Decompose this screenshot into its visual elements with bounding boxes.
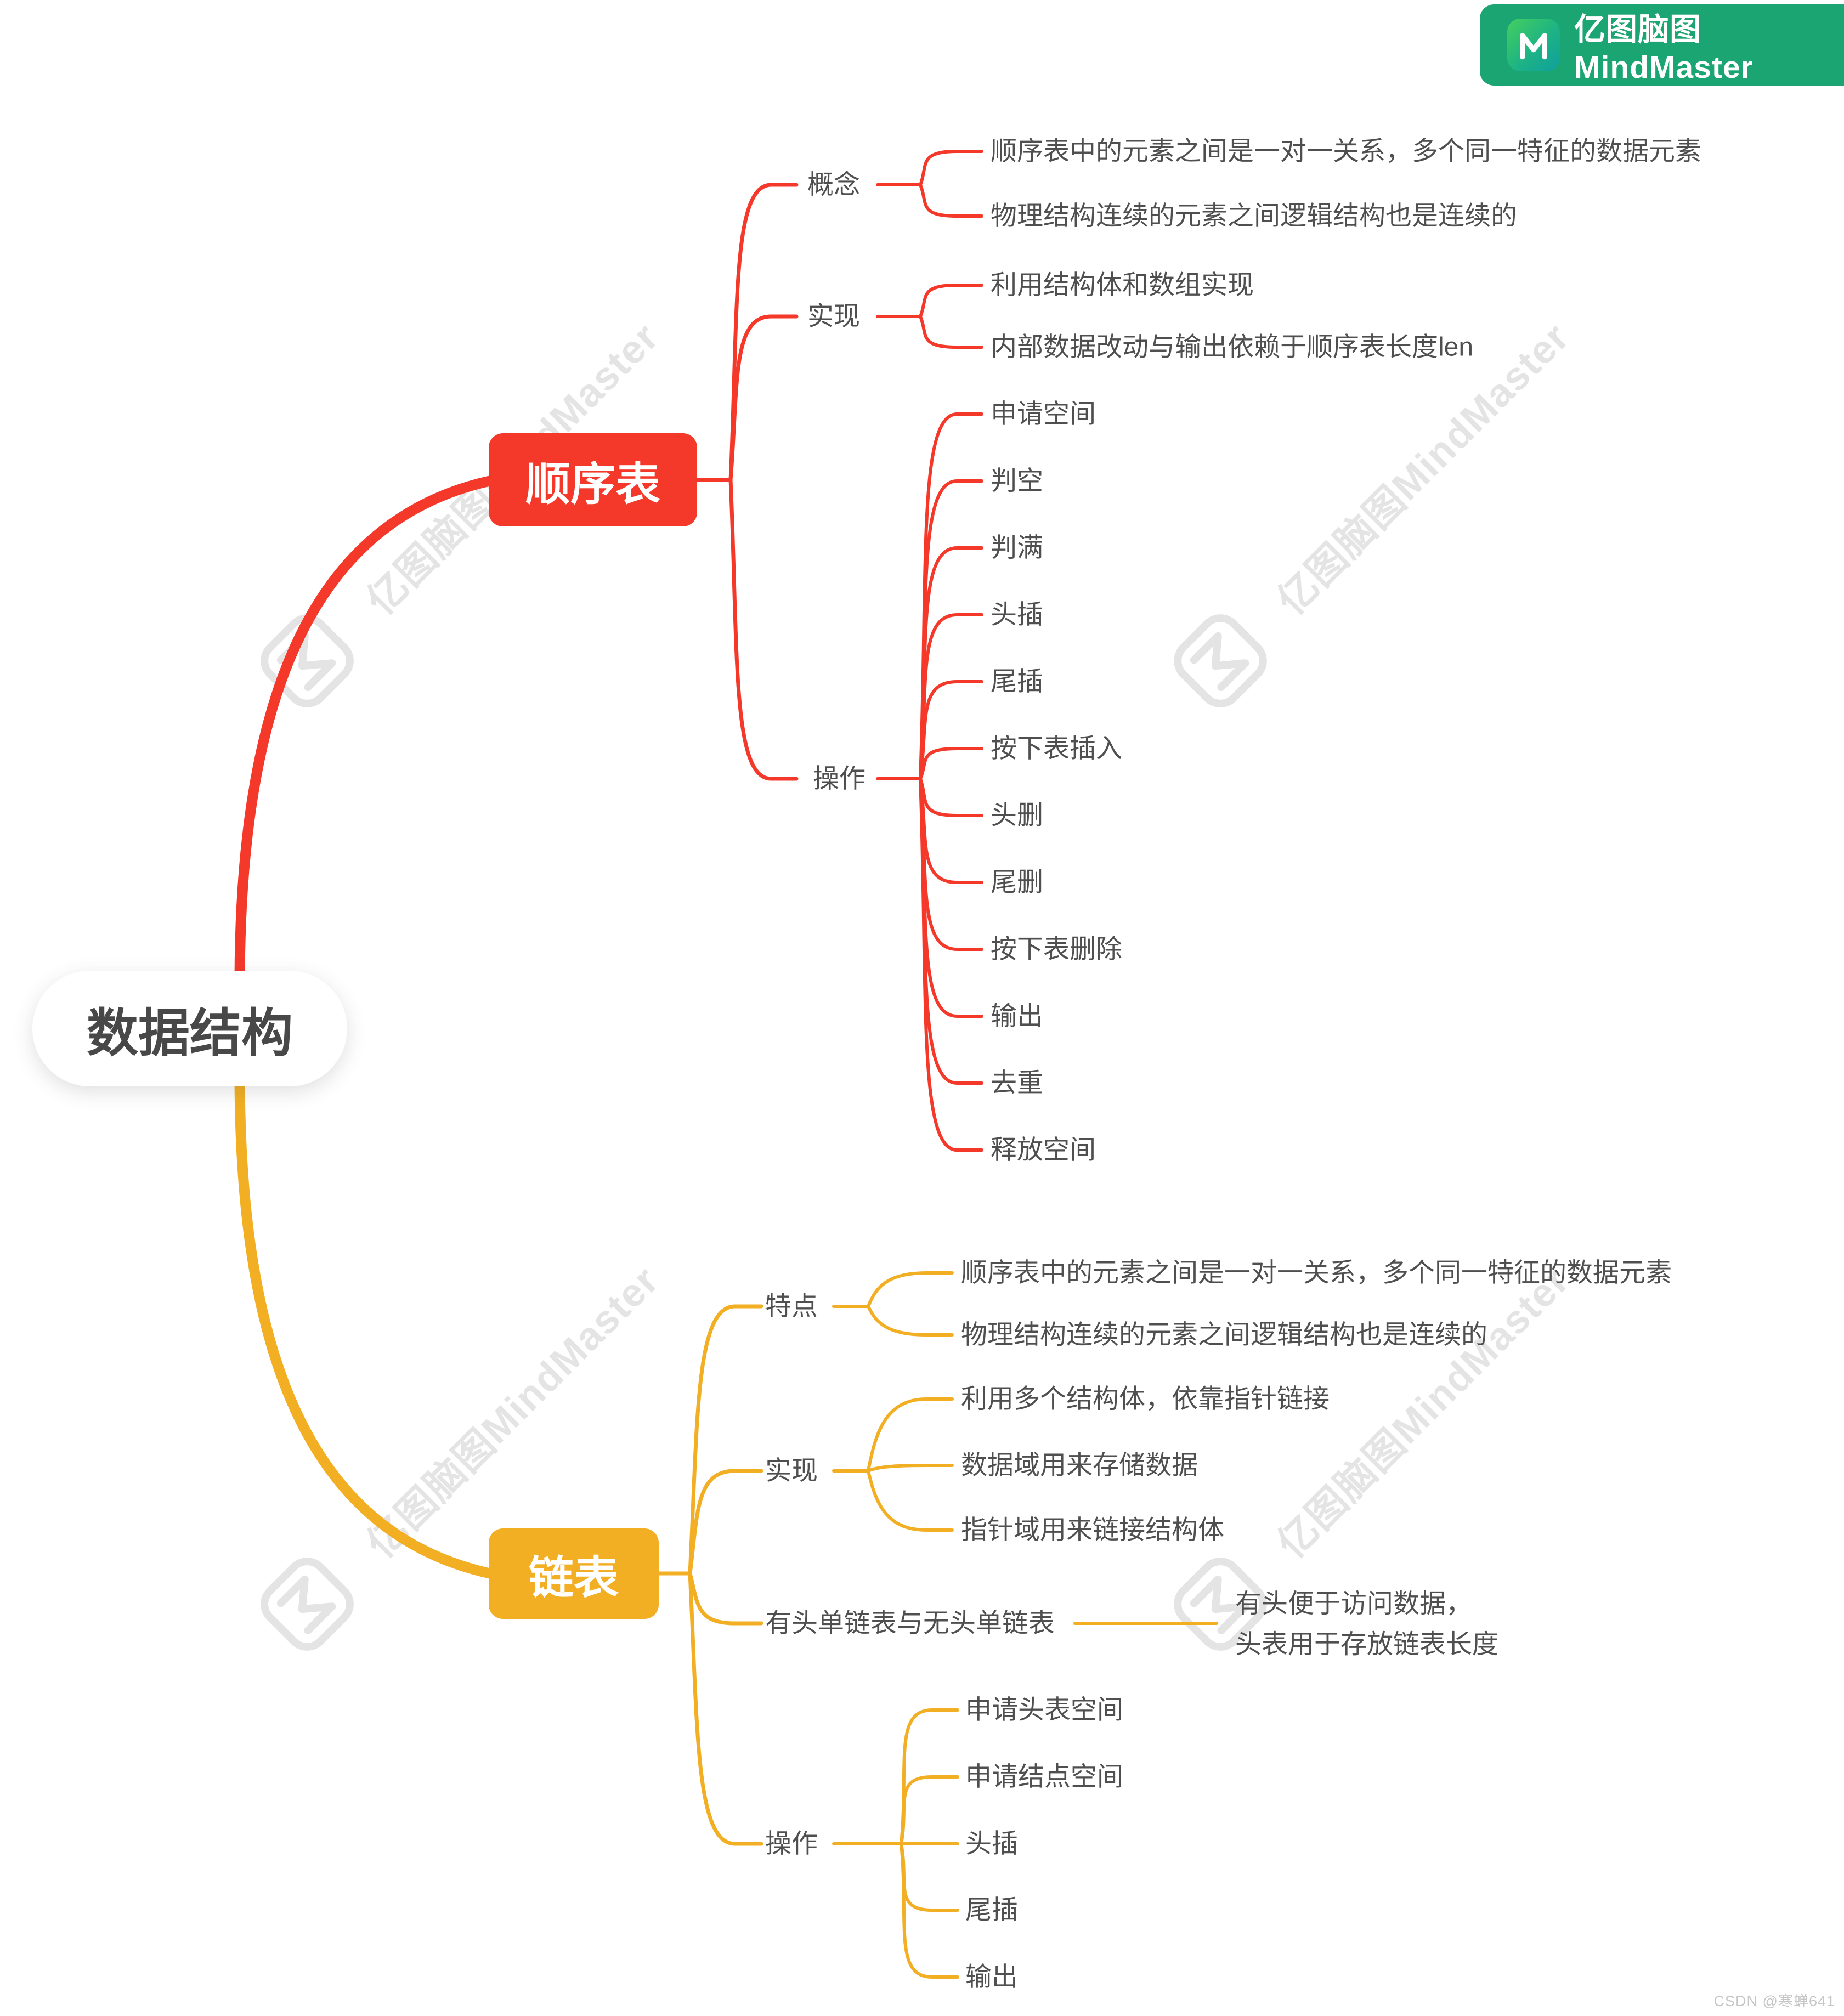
leaf-node[interactable]: 尾删 [991,868,1044,897]
note-line: 有头便于访问数据， [1235,1589,1473,1618]
leaf-node[interactable]: 按下表插入 [991,734,1123,763]
leaf-node[interactable]: 输出 [991,1001,1044,1031]
topic-seqlist-operations[interactable]: 操作 [813,764,866,794]
leaf-node[interactable]: 顺序表中的元素之间是一对一关系，多个同一特征的数据元素 [961,1258,1672,1288]
leaf-node[interactable]: 头插 [991,600,1044,630]
leaf-node[interactable]: 申请头表空间 [965,1695,1124,1725]
branch-node-label: 顺序表 [525,459,660,509]
leaf-node[interactable]: 按下表删除 [991,935,1123,964]
leaf-node[interactable]: 顺序表中的元素之间是一对一关系，多个同一特征的数据元素 [991,137,1702,166]
branch-node-label: 链表 [528,1553,619,1603]
topic-linkedlist-operations[interactable]: 操作 [765,1829,818,1859]
leaf-node[interactable]: 尾插 [991,667,1044,696]
leaf-node[interactable]: 利用多个结构体，依靠指针链接 [961,1384,1330,1414]
topic-linkedlist-headed-vs-headless[interactable]: 有头单链表与无头单链表 [765,1609,1055,1638]
note-line: 头表用于存放链表长度 [1235,1630,1499,1660]
banner-title: 亿图脑图MindMaster [1574,12,1754,85]
leaf-node[interactable]: 利用结构体和数组实现 [991,270,1254,300]
leaf-node[interactable]: 指针域用来链接结构体 [961,1515,1225,1545]
leaf-node[interactable]: 头插 [965,1829,1019,1859]
mindmaster-logo-icon [1507,19,1560,71]
leaf-node[interactable]: 去重 [991,1068,1044,1098]
leaf-node[interactable]: 数据域用来存储数据 [961,1451,1198,1480]
leaf-node[interactable]: 申请结点空间 [965,1762,1124,1792]
topic-linkedlist-implementation[interactable]: 实现 [765,1456,818,1486]
leaf-node[interactable]: 释放空间 [991,1135,1096,1165]
leaf-node[interactable]: 物理结构连续的元素之间逻辑结构也是连续的 [991,201,1518,231]
mindmaster-banner: 亿图脑图MindMaster [1480,4,1844,86]
root-node-label: 数据结构 [86,1004,293,1062]
leaf-node[interactable]: 头删 [991,801,1044,830]
leaf-node[interactable]: 内部数据改动与输出依赖于顺序表长度len [991,332,1474,362]
leaf-node[interactable]: 判满 [991,533,1044,563]
root-node[interactable]: 数据结构 [32,971,347,1086]
leaf-node[interactable]: 判空 [991,466,1044,496]
branch-node-seqlist[interactable]: 顺序表 [489,433,697,526]
leaf-node[interactable]: 申请空间 [991,399,1096,429]
leaf-node-note[interactable]: 有头便于访问数据， 头表用于存放链表长度 [1235,1584,1498,1666]
csdn-credit: CSDN @寒蝉641 [1713,1993,1835,2009]
topic-seqlist-concept[interactable]: 概念 [807,170,861,200]
branch-node-linkedlist[interactable]: 链表 [489,1528,659,1619]
leaf-node[interactable]: 输出 [965,1962,1019,1992]
topic-seqlist-implementation[interactable]: 实现 [807,302,861,331]
leaf-node[interactable]: 尾插 [965,1895,1019,1925]
leaf-node[interactable]: 物理结构连续的元素之间逻辑结构也是连续的 [961,1320,1488,1350]
topic-linkedlist-features[interactable]: 特点 [765,1292,818,1321]
